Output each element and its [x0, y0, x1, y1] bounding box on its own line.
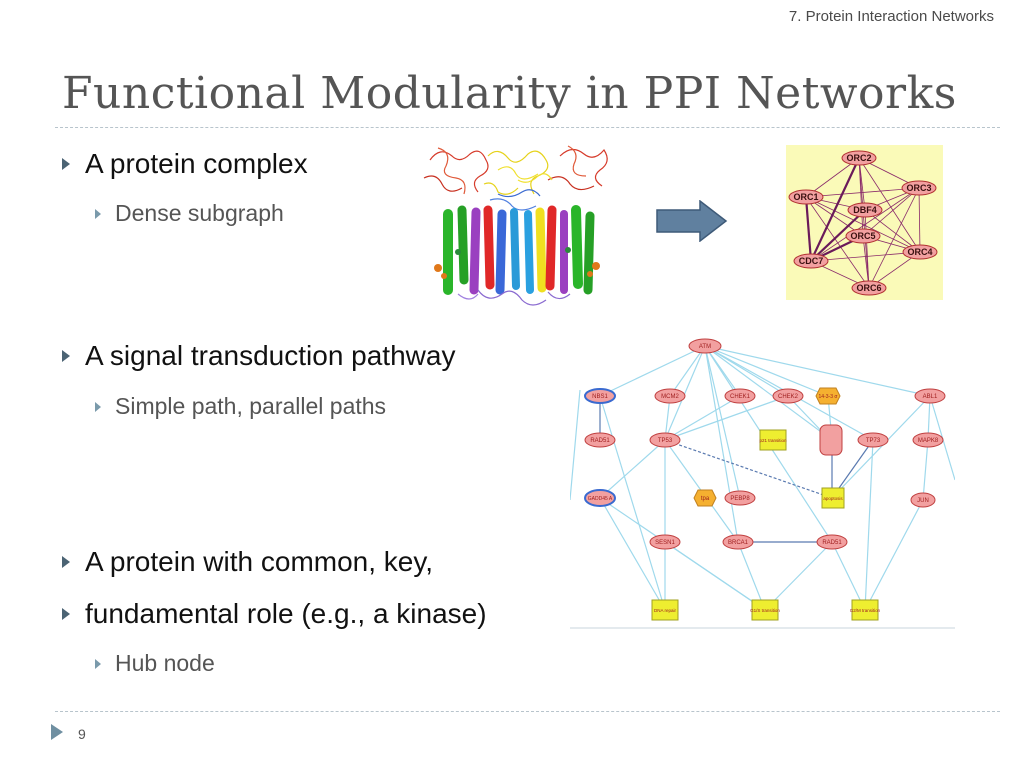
- pathway-node-label: CHEK1: [730, 394, 751, 400]
- pathway-node-label: BRCA1: [728, 540, 749, 546]
- subbullet-text: Dense subgraph: [115, 200, 284, 226]
- pathway-node-label: G2/M transition: [850, 608, 881, 613]
- pathway-node-label: GADD45 A: [588, 496, 613, 502]
- pathway-node-label: CHEK2: [778, 394, 799, 400]
- node-label: CDC7: [799, 256, 824, 266]
- pathway-node-label: ATM: [699, 344, 711, 350]
- pathway-node-label: apoptosis: [823, 496, 843, 501]
- subbullet-arrow-icon: [95, 208, 101, 219]
- complex-subgraph-panel: ORC2 ORC3 ORC1 DBF4 ORC5 ORC4 CDC7 ORC6: [786, 145, 943, 300]
- pathway-node-label: 14-3-3 σ: [819, 394, 839, 400]
- pathway-node-label: MAPK8: [918, 438, 939, 444]
- pathway-node-label: TP73: [866, 438, 881, 444]
- slide-title: Functional Modularity in PPI Networks: [62, 68, 957, 119]
- node-label: ORC6: [856, 283, 881, 293]
- title-divider: [55, 127, 1000, 128]
- subbullet-dense-subgraph: Dense subgraph: [95, 200, 284, 227]
- pathway-node-label: ABL1: [923, 394, 938, 400]
- subbullet-simple-path: Simple path, parallel paths: [95, 393, 386, 420]
- subbullet-hub-node: Hub node: [95, 650, 215, 677]
- bullet-arrow-icon: [62, 350, 70, 362]
- bullet-arrow-icon: [62, 608, 70, 620]
- page-marker-icon: [51, 724, 63, 740]
- pathway-node-label: DNA repair: [654, 608, 677, 613]
- bullet-arrow-icon: [62, 556, 70, 568]
- pathway-node-label: TP53: [658, 438, 673, 444]
- signaling-pathway-diagram: ATM NBS1 MCM2 CHEK1 CHEK2 14-3-3 σ ABL1 …: [570, 338, 955, 629]
- node-label: ORC1: [793, 192, 818, 202]
- footer-divider: [55, 711, 1000, 712]
- subbullet-arrow-icon: [95, 401, 101, 412]
- pathway-node-label: RAD51: [822, 540, 842, 546]
- node-label: ORC2: [846, 153, 871, 163]
- bullet-key-protein: A protein with common, key,: [62, 546, 433, 578]
- bullet-text: A protein with common, key,: [85, 546, 434, 577]
- pathway-node-label: PEBP8: [730, 496, 750, 502]
- pathway-node-label: G1/S transition: [750, 608, 780, 613]
- pathway-node-label: JUN: [917, 498, 929, 504]
- pathway-node-label: SESN1: [655, 540, 675, 546]
- subbullet-text: Simple path, parallel paths: [115, 393, 387, 419]
- node-label: DBF4: [853, 205, 877, 215]
- protein-structure-image: [423, 145, 608, 306]
- right-arrow-icon: [656, 200, 728, 242]
- bullet-arrow-icon: [62, 158, 70, 170]
- pathway-node-label: tpa: [701, 496, 710, 502]
- pathway-node-label: NBS1: [592, 394, 608, 400]
- node-label: ORC3: [906, 183, 931, 193]
- subbullet-arrow-icon: [95, 658, 101, 669]
- pathway-node-label: p21 transition: [759, 438, 787, 443]
- bullet-signal-pathway: A signal transduction pathway: [62, 340, 455, 372]
- page-number: 9: [78, 726, 86, 742]
- bullet-fundamental-role: fundamental role (e.g., a kinase): [62, 598, 487, 630]
- bullet-protein-complex: A protein complex: [62, 148, 308, 180]
- subbullet-text: Hub node: [115, 650, 215, 676]
- bullet-text: fundamental role (e.g., a kinase): [85, 598, 487, 629]
- bullet-text: A protein complex: [85, 148, 308, 179]
- pathway-node-label: MCM2: [661, 394, 679, 400]
- node-label: ORC5: [850, 231, 875, 241]
- header-topic: 7. Protein Interaction Networks: [788, 8, 994, 25]
- node-label: ORC4: [907, 247, 932, 257]
- bullet-text: A signal transduction pathway: [85, 340, 456, 371]
- pathway-node-label: RAD51: [590, 438, 610, 444]
- complex-subgraph: ORC2 ORC3 ORC1 DBF4 ORC5 ORC4 CDC7 ORC6: [788, 150, 938, 296]
